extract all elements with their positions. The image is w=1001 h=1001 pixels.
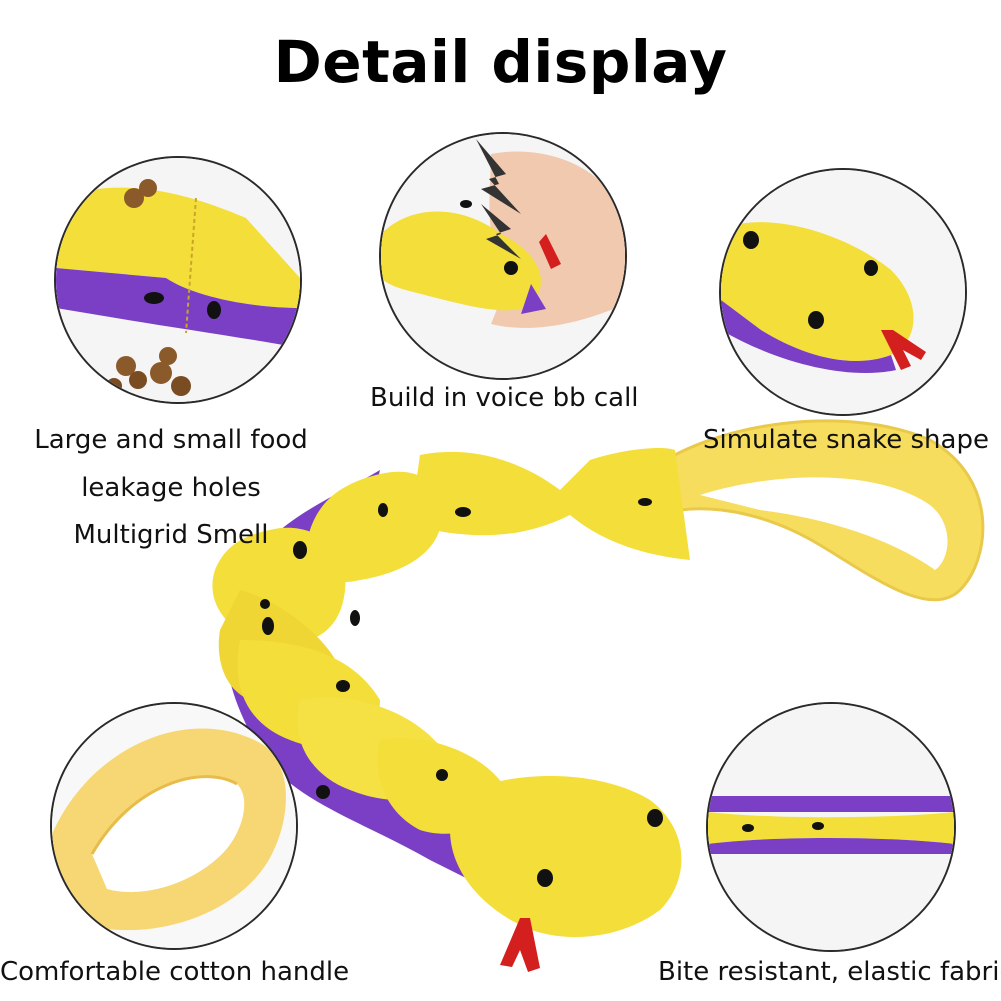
bite-resistant-detail-circle [706, 702, 956, 952]
voice-detail-circle [379, 132, 627, 380]
caption-snake-shape: Simulate snake shape [703, 425, 989, 455]
lightning-icon [476, 139, 521, 214]
food-holes [260, 498, 663, 887]
caption-food-line-2: leakage holes [81, 473, 261, 503]
caption-voice: Build in voice bb call [370, 383, 639, 413]
handle-detail-circle [50, 702, 298, 950]
caption-handle: Comfortable cotton handle [0, 957, 350, 987]
food-holes-detail-circle [54, 156, 302, 404]
caption-bite: Bite resistant, elastic fabric [658, 957, 1001, 987]
snake-head [450, 776, 682, 937]
snake-segment [410, 448, 690, 560]
snake-tongue [500, 918, 540, 972]
snake-segment [307, 471, 442, 582]
caption-food-line-1: Large and small food [34, 425, 308, 455]
page-title: Detail display [273, 28, 728, 96]
caption-food-line-3: Multigrid Smell [73, 520, 269, 550]
snake-shape-detail-circle [719, 168, 967, 416]
kibble-illustration [56, 158, 300, 402]
